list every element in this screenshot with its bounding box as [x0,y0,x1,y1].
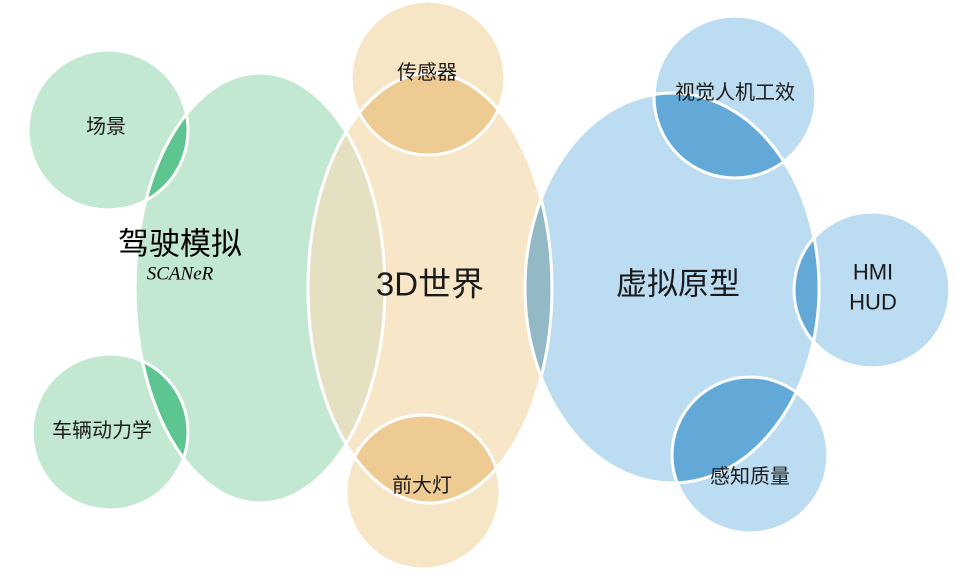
overlap-quality-virtual [672,377,819,483]
outline-hmi-hud [792,210,952,370]
outline-3d-world [306,71,554,505]
outline-virtual-prototype [523,91,821,485]
outline-scenario [26,48,190,212]
outline-headlight [344,413,502,571]
outline-vehicle-dynamics [30,352,190,512]
outline-perceived-quality [670,375,830,535]
outline-sensor [349,0,507,157]
outline-driving-simulation [133,71,387,505]
outlines-layer [26,0,952,571]
outline-visual-ergonomics [652,14,818,180]
